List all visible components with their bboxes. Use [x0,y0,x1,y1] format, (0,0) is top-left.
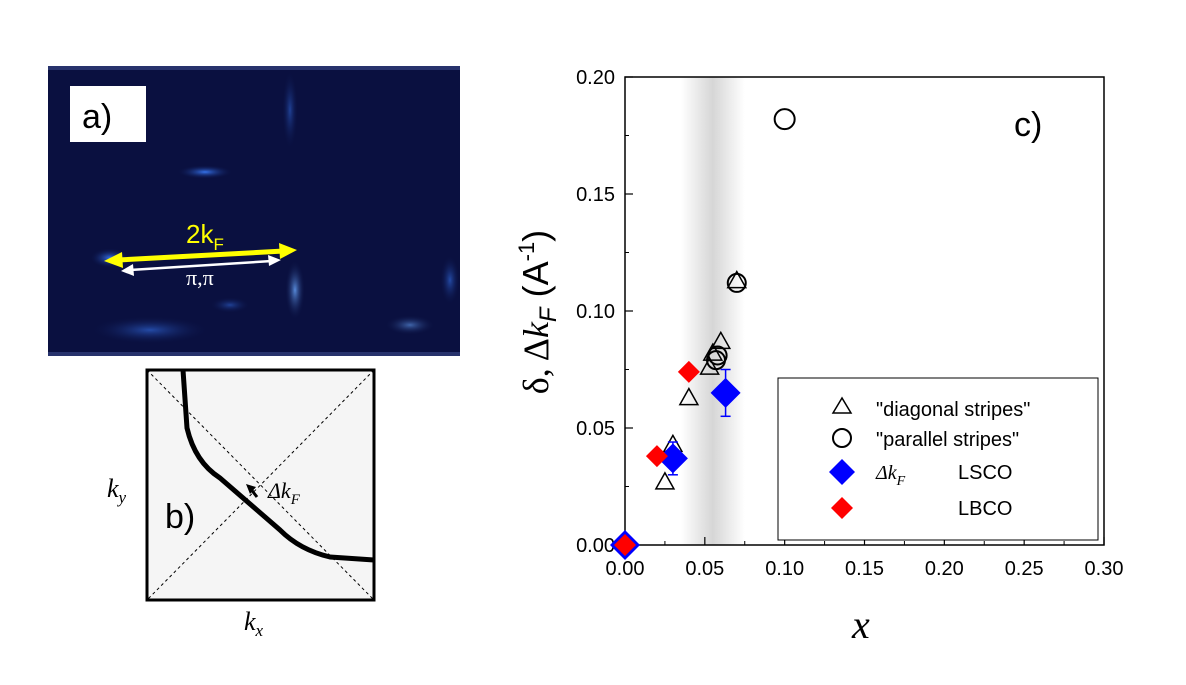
data-point-diamond-red [645,445,668,468]
delta-kf-arrow-head [246,484,256,494]
spectral-glow [210,297,250,313]
x-tick-label: 0.20 [925,558,964,580]
legend-marker-triangle [831,396,853,414]
panel-a-top-edge [48,66,460,70]
y-tick-label: 0.10 [576,301,615,323]
x-tick-label: 0.05 [685,558,724,580]
ky-label: ky [107,474,127,507]
arrow-2kf-head-left [104,252,123,268]
panel-b: ΔkF b) ky kx [107,368,376,640]
panel-a-label-box [70,86,146,142]
arrow-pi-pi-head-left [121,264,134,276]
x-tick-label: 0.00 [606,558,645,580]
arrow-2kf [117,248,285,263]
y-tick-label: 0.15 [576,184,615,206]
legend-marker-diamond-red [831,497,853,519]
panel-b-label: b) [165,498,195,536]
x-tick-label: 0.25 [1005,558,1044,580]
spectral-glow [440,255,460,305]
spectral-glow [282,70,298,150]
data-point-triangle [654,471,676,490]
legend-label-lsco: LSCO [958,462,1012,484]
axis-ticks: 0.00 0.05 0.10 0.15 0.20 0.25 0.30 0.00 0.05 0.10… [576,67,1123,580]
y-tick-label: 0.00 [576,535,615,557]
data-point-diamond-blue [657,443,688,474]
y-tick-label: 0.20 [576,67,615,89]
arrow-pi-pi-head-right [268,255,281,266]
data-point-circle [726,272,747,293]
panel-c-chart: 0.00 0.05 0.10 0.15 0.20 0.25 0.30 0.00 0.05 0.10… [514,67,1123,647]
legend: "diagonal stripes" "parallel stripes" Δk… [777,377,1099,541]
data-point-circle [707,345,728,366]
y-axis-label: δ, ΔkF (A-1) [514,230,562,394]
x-axis-label: x [851,602,870,647]
kx-label: kx [244,607,264,640]
legend-label-parallel: "parallel stripes" [876,429,1019,451]
panel-b-frame [145,368,376,602]
data-point-triangle [678,387,700,406]
spectral-glow [385,315,435,335]
data-marks [610,108,796,560]
panel-a-label: a) [82,98,112,136]
panel-c-label: c) [1014,106,1042,144]
spectral-glow [285,260,305,320]
arrow-2kf-head-right [279,243,297,259]
y-tick-label: 0.05 [576,418,615,440]
shaded-band [680,77,745,545]
legend-label-lbco: LBCO [958,498,1012,520]
data-point-circle [773,108,796,131]
delta-kf-label: ΔkF [267,478,301,508]
legend-label-dkf: ΔkF [875,462,906,489]
legend-marker-circle [832,428,852,448]
fermi-surface-curve [180,369,375,563]
data-point-triangle [726,270,748,289]
spectral-glow [90,316,210,344]
data-point-diamond-blue [710,377,741,408]
spectral-glow [177,165,233,179]
x-tick-label: 0.30 [1085,558,1124,580]
data-point-diamond-red [614,534,636,556]
legend-label-diagonal: "diagonal stripes" [876,399,1030,421]
arrow-pi-pi-label: π,π [186,265,214,290]
arrow-pi-pi [129,259,273,272]
panel-a-bottom-edge [48,352,460,356]
data-point-triangle [710,330,732,350]
legend-box [777,377,1099,541]
data-point-triangle [699,356,720,375]
panel-a: a) 2kF π,π [48,66,460,356]
arrow-2kf-label: 2kF [186,219,224,254]
x-tick-label: 0.10 [765,558,804,580]
legend-marker-diamond-blue [829,459,855,485]
data-point-diamond-red [677,360,700,383]
x-tick-label: 0.15 [845,558,884,580]
